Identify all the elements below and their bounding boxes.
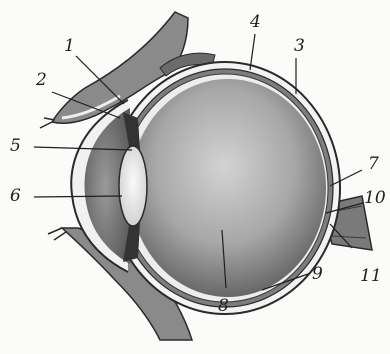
label-1: 1 [64,38,75,55]
label-3: 3 [294,38,305,55]
vitreous-body [130,79,326,297]
label-7: 7 [368,156,379,173]
label-4: 4 [250,14,261,31]
label-11: 11 [360,268,382,285]
label-2: 2 [36,72,47,89]
label-5: 5 [10,138,21,155]
label-10: 10 [364,190,386,207]
label-8: 8 [218,298,229,315]
label-6: 6 [10,188,21,205]
eyelashes-upper [40,118,55,128]
label-9: 9 [312,266,323,283]
lens [119,146,147,226]
